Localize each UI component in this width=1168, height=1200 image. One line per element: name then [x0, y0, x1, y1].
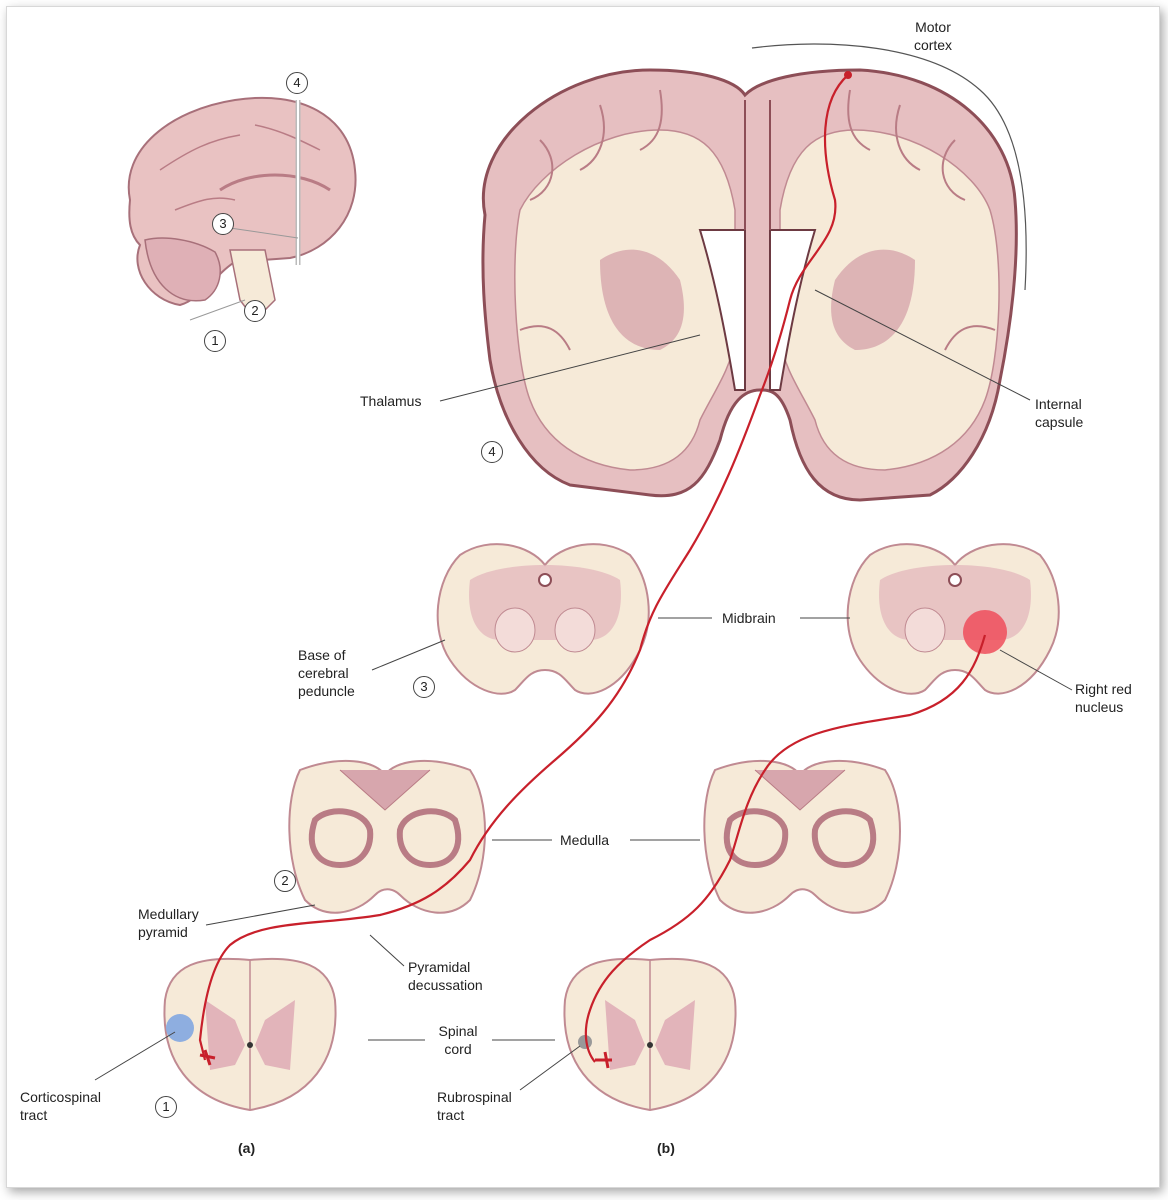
- corticospinal-tract-label: Corticospinal tract: [20, 1089, 101, 1123]
- medullary-pyramid-label: Medullary pyramid: [138, 906, 199, 940]
- pyramidal-decussation-label: Pyramidal decussation: [408, 959, 483, 993]
- section-number-4-coronal: 4: [481, 441, 503, 463]
- midbrain-left: [436, 543, 650, 695]
- motor-cortex-label: Motor cortex: [913, 19, 953, 53]
- medulla-label: Medulla: [560, 832, 610, 848]
- section-number-2-medulla: 2: [274, 870, 296, 892]
- caption-b: (b): [657, 1140, 675, 1156]
- red-nucleus-highlight: [963, 610, 1007, 654]
- section-number-3-top: 3: [212, 213, 234, 235]
- section-number-2-top: 2: [244, 300, 266, 322]
- section-number-1-top: 1: [204, 330, 226, 352]
- medulla-right: [703, 759, 901, 914]
- caption-a: (a): [238, 1140, 256, 1156]
- section-number-3-midbrain: 3: [413, 676, 435, 698]
- spinal-cord-label: Spinal cord: [438, 1023, 478, 1057]
- sagittal-brain: [127, 96, 357, 322]
- corticospinal-pathway: [198, 74, 849, 1061]
- section-number-1-spinal: 1: [155, 1096, 177, 1118]
- coronal-section: [481, 68, 1018, 502]
- midbrain-label: Midbrain: [722, 610, 776, 626]
- spinal-cord-right: [563, 957, 737, 1112]
- thalamus-label: Thalamus: [360, 393, 422, 409]
- motor-cortex-bracket: [751, 43, 1027, 291]
- midbrain-right: [846, 543, 1060, 695]
- base-cerebral-peduncle-label: Base of cerebral peduncle: [298, 647, 355, 699]
- internal-capsule-label: Internal capsule: [1035, 396, 1084, 430]
- rubrospinal-pathway: [584, 634, 987, 1063]
- medulla-left: [288, 759, 486, 914]
- corticospinal-tract-highlight: [166, 1014, 194, 1042]
- spinal-cord-left: [163, 957, 337, 1112]
- rubrospinal-tract-label: Rubrospinal tract: [437, 1089, 512, 1123]
- right-red-nucleus-label: Right red nucleus: [1075, 681, 1132, 715]
- section-number-4-top: 4: [286, 72, 308, 94]
- leader-lines: [94, 289, 1073, 1091]
